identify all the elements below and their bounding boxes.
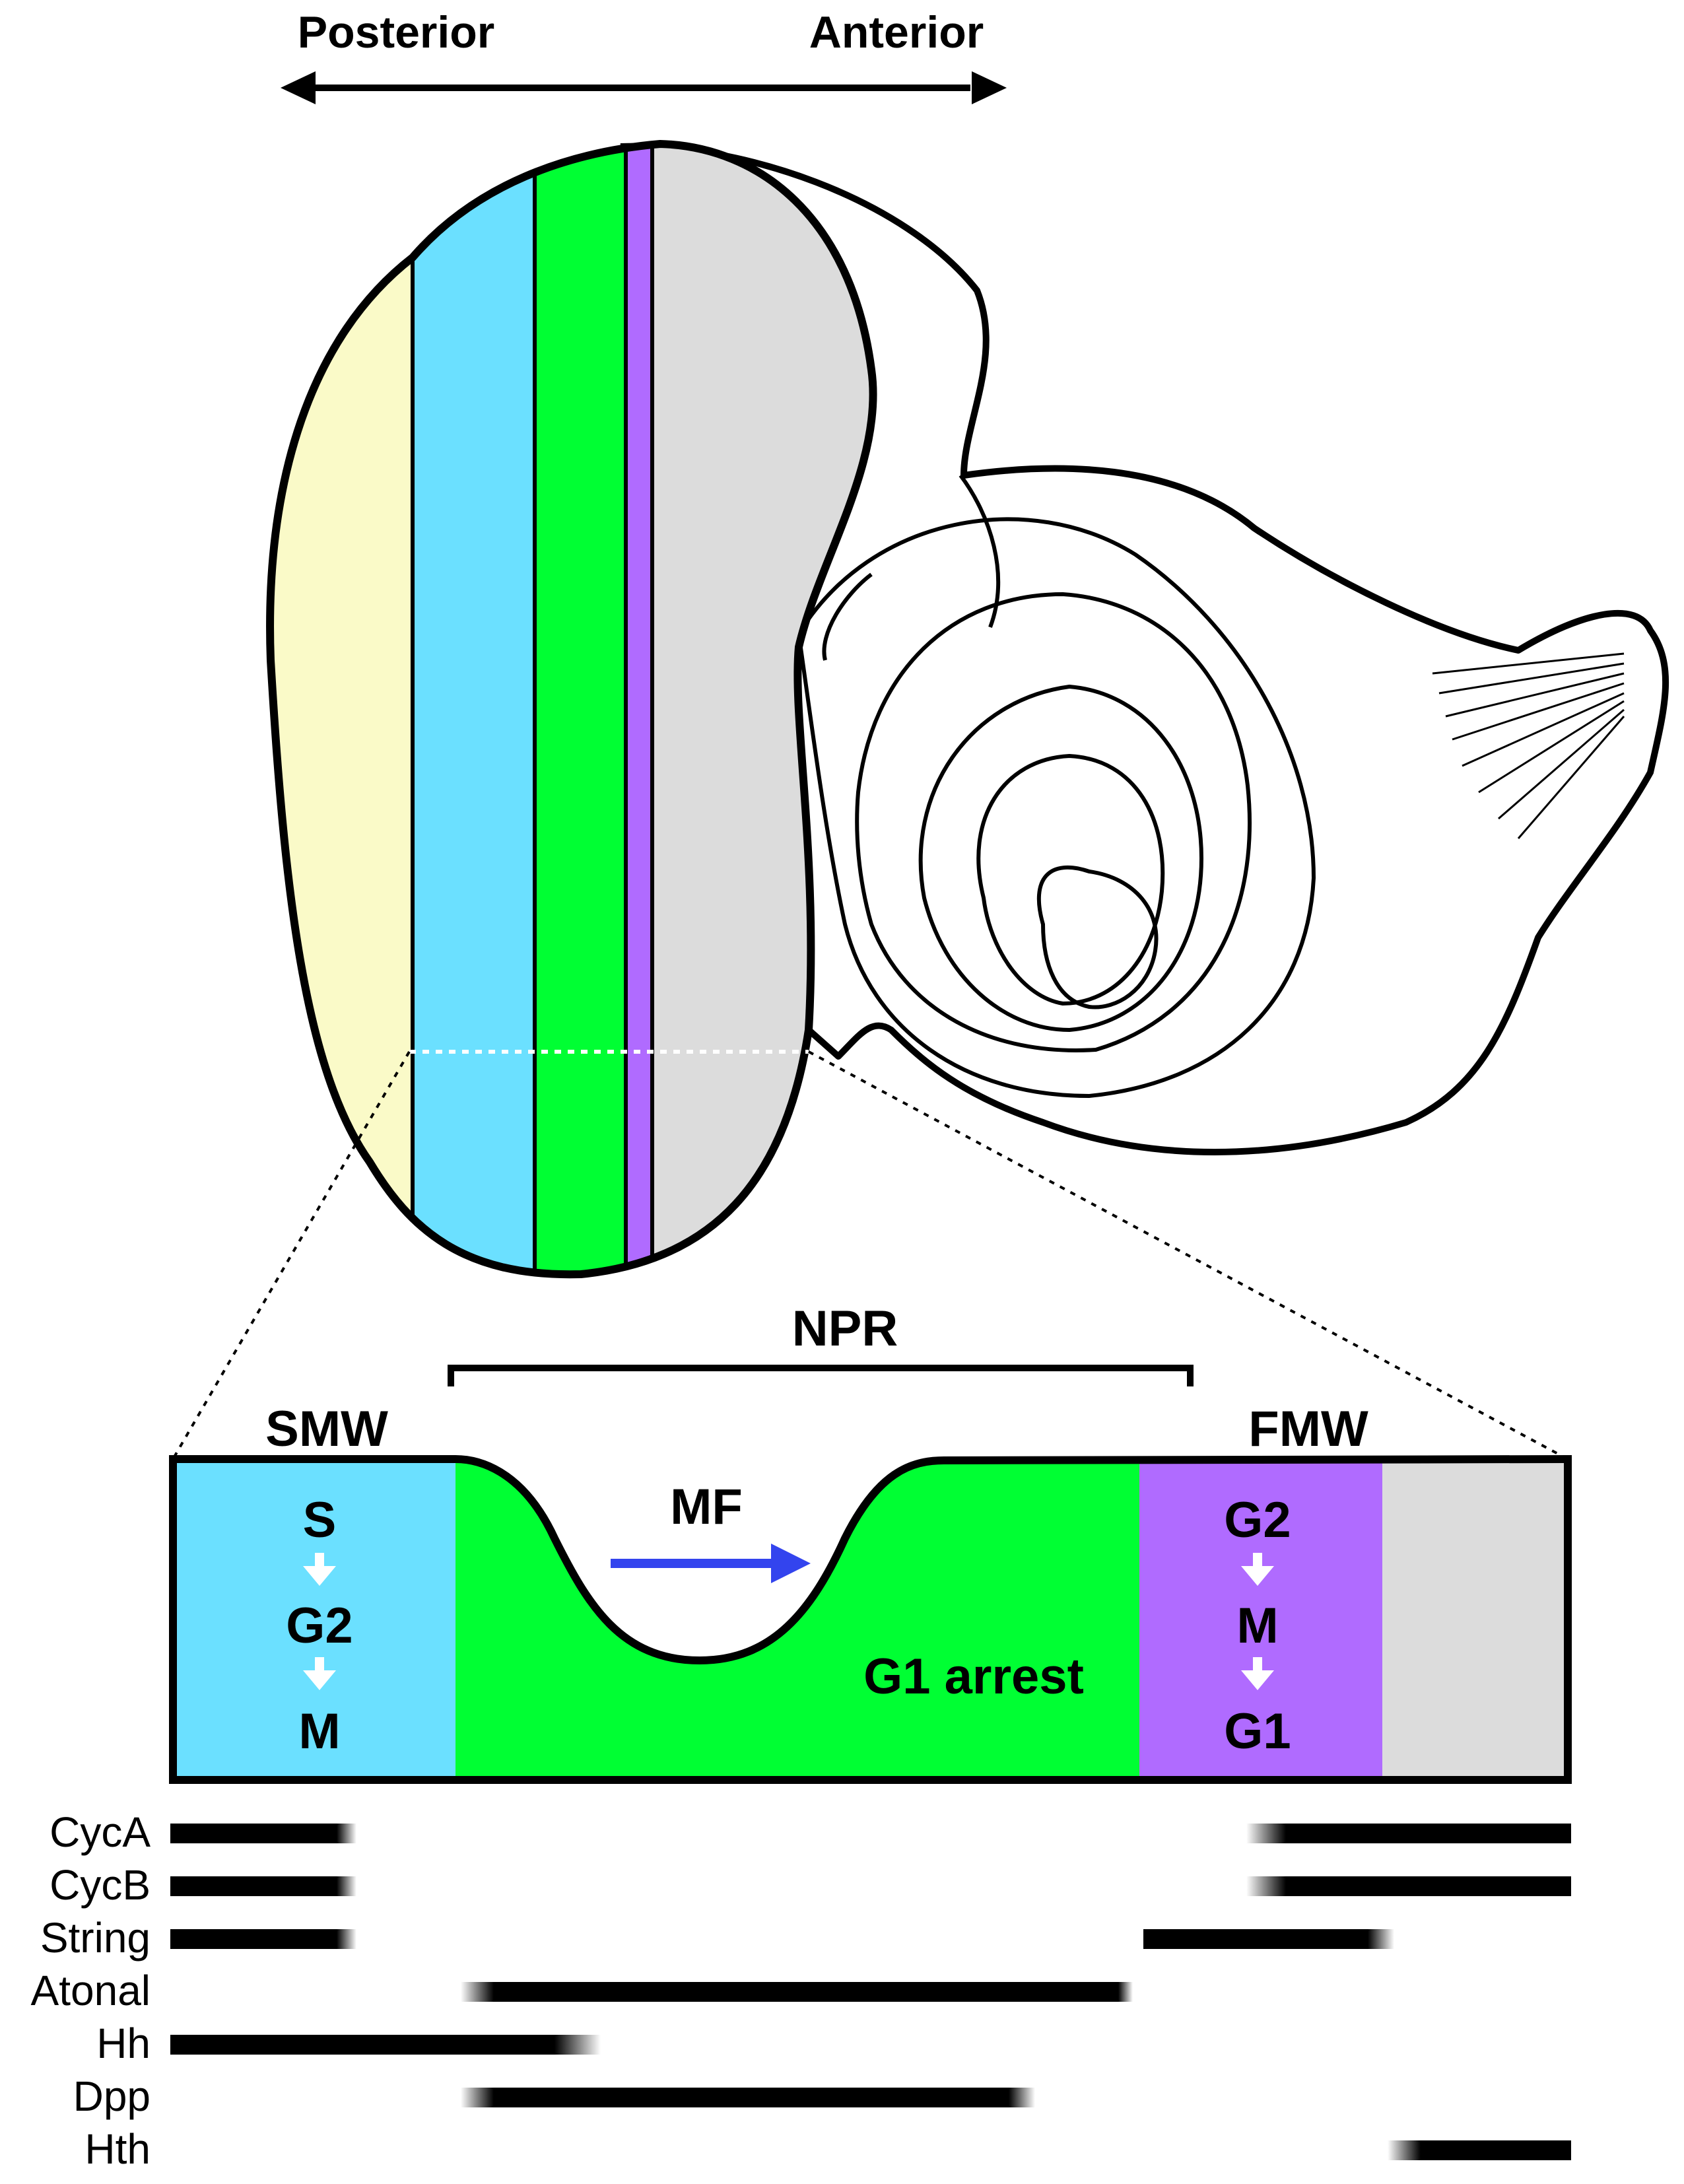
gene-label-hth: Hth — [84, 2125, 151, 2173]
smw-phase-2: G2 — [286, 1598, 353, 1654]
expression-bar-string-1 — [170, 1929, 337, 1949]
anterior-band — [1382, 1459, 1568, 1780]
expression-bar-fade — [1368, 1929, 1394, 1949]
expression-bar-cyca-1 — [170, 1824, 337, 1843]
smw-phase-sequence: S G2 M — [286, 1492, 353, 1759]
fmw-phase-2: M — [1236, 1598, 1278, 1654]
expression-bar-fade — [461, 2088, 494, 2107]
expression-bar-cyca-2 — [1286, 1824, 1571, 1843]
gene-label-string: String — [40, 1914, 151, 1962]
eye-disc-bands — [270, 144, 873, 1275]
gene-labels: CycA CycB String Atonal Hh Dpp Hth — [31, 1808, 151, 2173]
green-zone — [535, 144, 626, 1275]
blue-zone — [413, 144, 535, 1275]
expression-bar-fade — [337, 1824, 356, 1843]
fmw-phase-1: G2 — [1224, 1492, 1291, 1548]
smw-phase-1: S — [303, 1492, 337, 1548]
gene-label-dpp: Dpp — [73, 2072, 151, 2120]
antennal-disc-outline — [620, 143, 1669, 1155]
anterior-label: Anterior — [809, 7, 984, 57]
expression-bar-dpp — [494, 2088, 1009, 2107]
fmw-label: FMW — [1248, 1401, 1368, 1457]
fmw-phase-sequence: G2 M G1 — [1224, 1492, 1291, 1759]
eye-disc-outline — [266, 140, 877, 1279]
expression-bar-cycb-1 — [170, 1876, 337, 1896]
mf-arrow — [611, 1544, 811, 1583]
smw-phase-3: M — [298, 1703, 340, 1759]
gene-label-cycb: CycB — [50, 1861, 151, 1909]
smw-band — [173, 1459, 455, 1780]
cross-section-panel — [169, 1455, 1572, 1784]
expression-bar-atonal — [494, 1982, 1118, 2002]
npr-bracket — [448, 1365, 1194, 1386]
expression-bar-fade — [1388, 2140, 1421, 2160]
expression-bar-fade — [1118, 1982, 1133, 2002]
down-arrow-icon — [303, 1553, 336, 1586]
expression-bars — [170, 1824, 1571, 2160]
expression-bar-cycb-2 — [1286, 1876, 1571, 1896]
expression-bar-fade — [461, 1982, 494, 2002]
down-arrow-icon — [303, 1657, 336, 1690]
down-arrow-icon — [1241, 1553, 1274, 1586]
expression-bar-fade — [1246, 1824, 1286, 1843]
expression-bar-fade — [1246, 1876, 1286, 1896]
expression-bar-fade — [1009, 2088, 1035, 2107]
smw-label: SMW — [265, 1401, 388, 1457]
mf-label: MF — [670, 1479, 743, 1535]
gene-label-atonal: Atonal — [31, 1967, 151, 2014]
expression-bar-hth — [1421, 2140, 1571, 2160]
expression-bar-fade — [337, 1929, 356, 1949]
npr-label: NPR — [792, 1301, 898, 1357]
g1-arrest-label: G1 arrest — [863, 1649, 1084, 1705]
down-arrow-icon — [1241, 1657, 1274, 1690]
arista-lines — [1432, 652, 1625, 839]
zoom-lines — [172, 1050, 1568, 1460]
expression-bar-string-2 — [1143, 1929, 1368, 1949]
gene-label-hh: Hh — [96, 2020, 151, 2067]
gene-label-cyca: CycA — [50, 1808, 151, 1856]
expression-bar-fade — [555, 2035, 601, 2055]
posterior-label: Posterior — [298, 7, 495, 57]
axis-double-arrow — [281, 71, 1007, 104]
fmw-phase-3: G1 — [1224, 1703, 1291, 1759]
antennal-rings — [796, 474, 1316, 1099]
expression-bar-hh — [170, 2035, 555, 2055]
fmw-band — [1139, 1459, 1382, 1780]
expression-bar-fade — [337, 1876, 356, 1896]
purple-zone — [626, 144, 652, 1275]
